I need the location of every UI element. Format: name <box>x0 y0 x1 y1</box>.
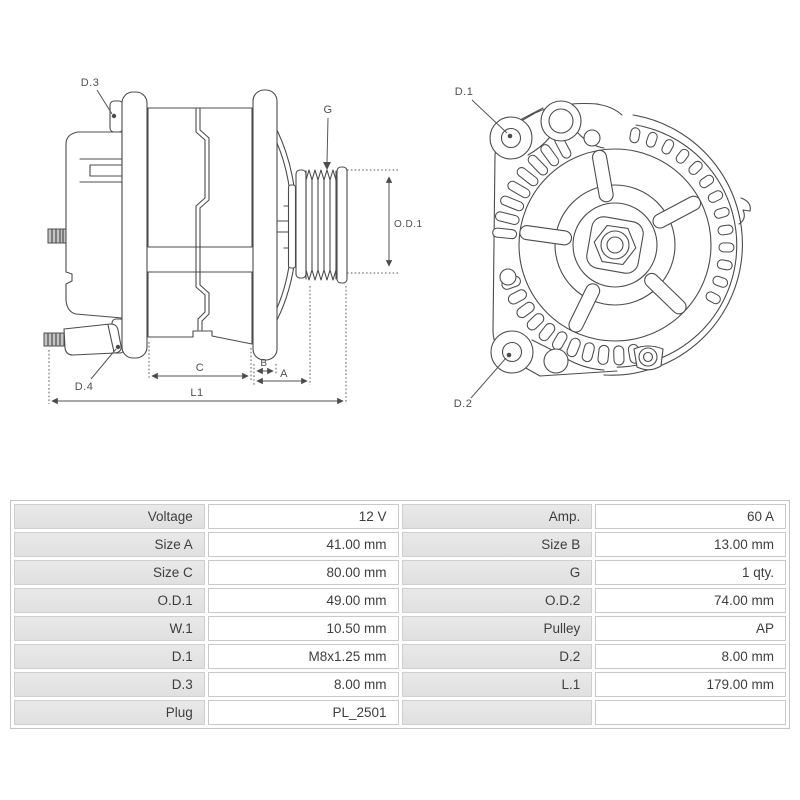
shaft <box>276 205 301 249</box>
housing-rim-outer <box>603 114 743 376</box>
dimension-b-label: B <box>260 358 267 369</box>
table-row: O.D.1 49.00 mm O.D.2 74.00 mm <box>14 588 786 613</box>
mounting-flange <box>121 91 148 359</box>
alternator-side-view-diagram: D.3 D.4 G O.D.1 C B A L1 <box>43 77 423 405</box>
spec-label: G <box>401 560 593 585</box>
spec-label: O.D.1 <box>14 588 205 613</box>
dimension-a-label: A <box>280 368 288 380</box>
spec-value: 1 qty. <box>595 560 786 585</box>
vent-slots-top-right <box>629 127 735 305</box>
spec-value: 8.00 mm <box>595 644 786 669</box>
spec-value: 10.50 mm <box>207 616 399 641</box>
table-row: W.1 10.50 mm Pulley AP <box>14 616 786 641</box>
callout-g-label: G <box>323 104 332 116</box>
dimension-l1-label: L1 <box>190 387 203 399</box>
callout-d4-line <box>90 348 117 380</box>
spec-value: M8x1.25 mm <box>207 644 399 669</box>
table-row: Size A 41.00 mm Size B 13.00 mm <box>14 532 786 557</box>
callout-d2-line <box>470 357 507 399</box>
spec-value: PL_2501 <box>207 700 399 725</box>
spec-value: 8.00 mm <box>207 672 399 697</box>
spec-value: 179.00 mm <box>595 672 786 697</box>
terminal-stud-bottom <box>43 332 65 347</box>
spec-label: L.1 <box>401 672 593 697</box>
spec-value: 41.00 mm <box>207 532 399 557</box>
rear-cover <box>65 131 123 319</box>
spec-value: 80.00 mm <box>207 560 399 585</box>
spec-label: Size C <box>14 560 205 585</box>
spec-label: D.1 <box>14 644 205 669</box>
callout-d4-label: D.4 <box>75 381 94 393</box>
spec-label: Plug <box>14 700 205 725</box>
terminal-stud-top <box>47 228 67 244</box>
fan-spokes <box>519 149 702 333</box>
table-row: Plug PL_2501 <box>14 700 786 725</box>
callout-d1-label: D.1 <box>455 86 474 98</box>
spec-label: D.2 <box>401 644 593 669</box>
shaft-washer <box>287 184 297 269</box>
spec-label: Pulley <box>401 616 593 641</box>
body-seam <box>195 107 206 331</box>
callout-g-line <box>326 117 329 163</box>
callout-d2-label: D.2 <box>454 398 473 410</box>
connector-slot <box>79 158 123 183</box>
spec-value: 13.00 mm <box>595 532 786 557</box>
spec-label: Voltage <box>14 504 205 529</box>
callout-d3-label: D.3 <box>81 77 100 89</box>
spec-label: Size B <box>401 532 593 557</box>
table-row: Voltage 12 V Amp. 60 A <box>14 504 786 529</box>
table-row: D.1 M8x1.25 mm D.2 8.00 mm <box>14 644 786 669</box>
callout-d3-line <box>96 89 113 115</box>
spec-value <box>595 700 786 725</box>
housing-rim-inner <box>608 124 738 368</box>
plate-hole <box>499 268 517 286</box>
spec-value: 74.00 mm <box>595 588 786 613</box>
drive-end-bracket <box>252 89 278 361</box>
spec-label: D.3 <box>14 672 205 697</box>
spec-value: 49.00 mm <box>207 588 399 613</box>
stator-body-bottom <box>147 271 253 345</box>
table-row: Size C 80.00 mm G 1 qty. <box>14 560 786 585</box>
callout-d1-line <box>471 99 508 134</box>
spec-value: 12 V <box>207 504 399 529</box>
ear-bottom-right <box>633 345 664 371</box>
table-row: D.3 8.00 mm L.1 179.00 mm <box>14 672 786 697</box>
spec-label: Size A <box>14 532 205 557</box>
spec-label <box>401 700 593 725</box>
spec-table: Voltage 12 V Amp. 60 A Size A 41.00 mm S… <box>10 500 790 729</box>
spec-label: W.1 <box>14 616 205 641</box>
dimension-c-label: C <box>196 362 204 374</box>
vent-slots-bottom-left <box>501 275 641 366</box>
vent-fins-upper-left <box>492 135 572 240</box>
pulley <box>295 166 348 284</box>
spec-value: 60 A <box>595 504 786 529</box>
spec-value: AP <box>595 616 786 641</box>
dimension-od1-label: O.D.1 <box>394 219 423 230</box>
spec-label: O.D.2 <box>401 588 593 613</box>
rim-tab-right <box>738 197 751 225</box>
alternator-front-view-diagram: D.1 D.2 <box>454 86 751 410</box>
spec-label: Amp. <box>401 504 593 529</box>
lower-housing <box>63 323 122 356</box>
